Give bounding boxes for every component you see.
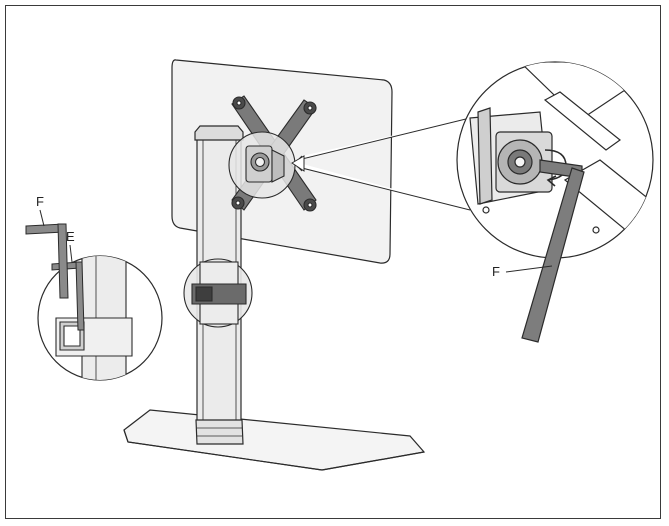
base-plate <box>123 409 426 471</box>
right-detail-circle: F <box>456 61 654 343</box>
detail-arrows <box>291 117 471 211</box>
hub-zoom-circle <box>228 131 296 199</box>
hex-key-detail-label: F <box>492 264 500 279</box>
hex-key-large-label: F <box>36 194 44 209</box>
hex-key-loose <box>25 223 69 299</box>
pole-clip-zoom <box>183 258 253 328</box>
illustration-frame <box>5 5 661 519</box>
hex-key-small-label: E <box>66 229 75 244</box>
hex-key-large <box>521 159 585 343</box>
left-detail-circle <box>37 255 163 381</box>
